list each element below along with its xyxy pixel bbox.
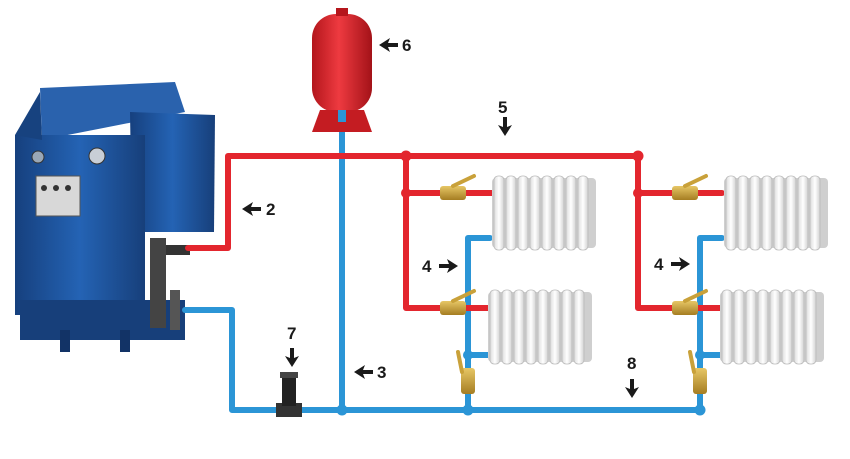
radiator-bottom-left (488, 289, 592, 365)
boiler (15, 82, 215, 352)
label-boiler-supply: 2 (266, 200, 276, 219)
radiator-bottom-right (720, 289, 824, 365)
arrow-icon (285, 348, 299, 367)
radiator-top-left (492, 175, 596, 251)
arrow-icon (498, 117, 512, 136)
expansion-tank (312, 8, 372, 132)
ball-valve-icon (456, 350, 475, 394)
ball-valve-icon (688, 350, 707, 394)
arrow-icon (439, 259, 458, 273)
arrow-icon (379, 38, 398, 52)
label-supply-main: 5 (498, 98, 508, 117)
label-radiator-pair-right: 4 (654, 255, 664, 274)
pipe-junctions (336, 150, 706, 416)
arrow-icon (242, 202, 261, 216)
supply-pipes (185, 153, 725, 311)
arrow-icon (354, 365, 373, 379)
circulation-pump-icon (276, 372, 302, 417)
ball-valve-icon (440, 174, 476, 200)
ball-valve-icon (672, 289, 708, 315)
gauge-icon (88, 147, 106, 165)
arrow-icon (671, 257, 690, 271)
radiator-top-right (724, 175, 828, 251)
control-panel (35, 175, 81, 217)
return-pipes (182, 115, 725, 413)
label-return-main: 8 (627, 354, 637, 373)
ball-valve-icon (672, 174, 708, 200)
label-expansion-riser: 3 (377, 363, 387, 382)
ball-valve-icon (440, 289, 476, 315)
label-radiator-pair-left: 4 (422, 257, 432, 276)
label-expansion-tank: 6 (402, 36, 412, 55)
arrow-icon (625, 379, 639, 398)
gauge-icon (31, 150, 45, 164)
label-pump: 7 (287, 324, 297, 343)
